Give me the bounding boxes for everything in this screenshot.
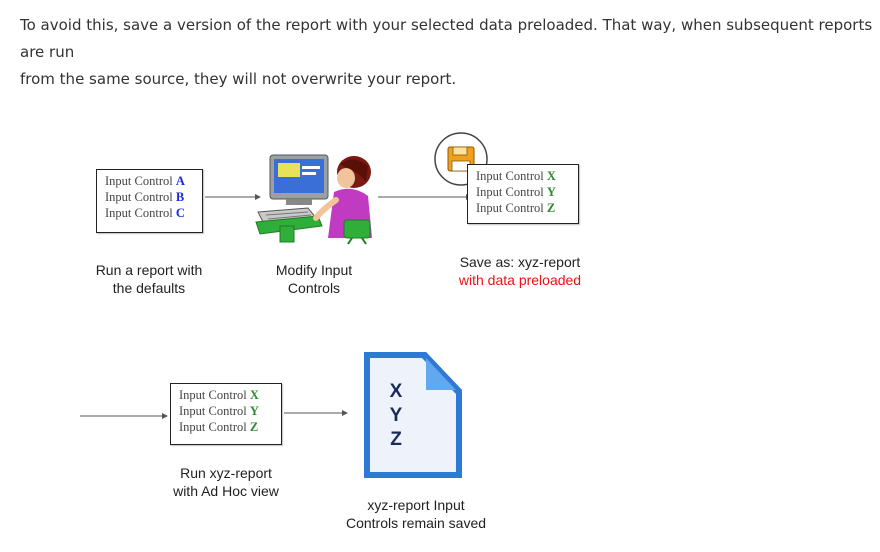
input-control-z: Input Control Z [476, 200, 574, 216]
letter-x: X [249, 388, 259, 402]
caption-line-red: with data preloaded [458, 271, 582, 288]
caption-run-defaults: Run a report with the defaults [82, 262, 216, 297]
user-at-computer-icon [255, 154, 372, 245]
document-xyz-icon [364, 352, 462, 478]
intro-paragraph: To avoid this, save a version of the rep… [20, 12, 876, 93]
caption-line: Controls remain saved [345, 514, 487, 531]
input-control-y: Input Control Y [476, 184, 574, 200]
input-control-x: Input Control X [179, 387, 277, 403]
input-control-label: Input Control [105, 206, 173, 220]
letter-z: Z [546, 201, 556, 215]
letter-c: C [175, 206, 185, 220]
doc-letter-x: X [389, 381, 403, 402]
input-control-b: Input Control B [105, 189, 198, 205]
caption-line: Save as: xyz-report [459, 254, 581, 270]
arrow-to-save [378, 194, 472, 200]
input-control-y: Input Control Y [179, 403, 277, 419]
caption-line: Modify Input [275, 262, 353, 278]
letter-y: Y [249, 404, 259, 418]
input-controls-adhoc-box: Input Control X Input Control Y Input Co… [170, 383, 282, 445]
intro-line-2: from the same source, they will not over… [20, 70, 457, 88]
arrow-into-run-xyz [80, 413, 168, 419]
caption-save: Save as: xyz-report with data preloaded [446, 254, 594, 289]
caption-line: Controls [287, 279, 341, 296]
input-controls-saved-box: Input Control X Input Control Y Input Co… [467, 164, 579, 224]
arrow-to-user [205, 194, 261, 200]
caption-remain-saved: xyz-report Input Controls remain saved [334, 497, 498, 532]
caption-line: Run xyz-report [180, 465, 272, 481]
letter-x: X [546, 169, 556, 183]
input-controls-default-box: Input Control A Input Control B Input Co… [96, 169, 203, 233]
caption-line: xyz-report Input [367, 497, 465, 513]
input-control-label: Input Control [476, 169, 544, 183]
caption-run-xyz: Run xyz-report with Ad Hoc view [160, 465, 292, 500]
input-control-x: Input Control X [476, 168, 574, 184]
document-letters: X Y Z [384, 380, 408, 452]
doc-letter-z: Z [390, 429, 402, 450]
input-control-a: Input Control A [105, 173, 198, 189]
caption-line: the defaults [112, 279, 186, 296]
caption-modify: Modify Input Controls [254, 262, 374, 297]
caption-line: Run a report with [95, 262, 203, 278]
doc-letter-y: Y [389, 405, 403, 426]
input-control-label: Input Control [179, 404, 247, 418]
caption-line: with Ad Hoc view [173, 482, 279, 499]
input-control-label: Input Control [179, 388, 247, 402]
letter-z: Z [249, 420, 259, 434]
input-control-label: Input Control [179, 420, 247, 434]
input-control-label: Input Control [105, 190, 173, 204]
input-control-label: Input Control [476, 201, 544, 215]
input-control-label: Input Control [476, 185, 544, 199]
intro-line-1: To avoid this, save a version of the rep… [20, 16, 873, 61]
letter-a: A [175, 174, 185, 188]
input-control-z: Input Control Z [179, 419, 277, 435]
letter-b: B [175, 190, 185, 204]
input-control-label: Input Control [105, 174, 173, 188]
letter-y: Y [546, 185, 556, 199]
input-control-c: Input Control C [105, 205, 198, 221]
arrow-to-document [284, 410, 348, 416]
